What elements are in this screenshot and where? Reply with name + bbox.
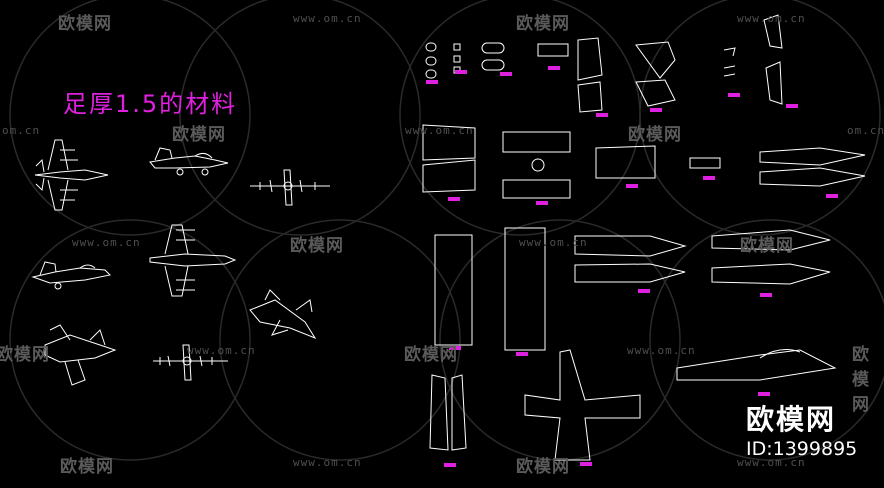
watermark-url: www.om.cn	[737, 12, 806, 25]
watermark-logo: 欧模网	[628, 125, 682, 145]
watermark-circles	[9, 0, 884, 461]
model-id: ID:1399895	[746, 438, 858, 460]
watermark-url: www.om.cn	[187, 344, 256, 357]
watermark-logo: 欧模网	[516, 457, 570, 477]
watermark-logo: 欧模网	[404, 345, 458, 365]
page-title: 足厚1.5的材料	[63, 90, 238, 118]
jet-top-view-2	[149, 224, 237, 297]
watermark-logo: 欧模网	[852, 345, 870, 415]
part-labels	[426, 66, 838, 467]
parts-row-2	[422, 124, 866, 199]
watermark-url: om.cn	[2, 124, 41, 137]
watermark-logo: 欧模网	[172, 125, 226, 145]
jet-top-view-1	[34, 139, 109, 211]
jet-side-view-1	[149, 147, 229, 176]
jet-iso-view-1	[249, 289, 317, 340]
watermark-url: www.om.cn	[519, 236, 588, 249]
watermark-logo: 欧模网	[516, 14, 570, 34]
brand-logo: 欧模网	[746, 403, 837, 436]
watermark-logo: 欧模网	[740, 236, 794, 256]
watermark-url: www.om.cn	[72, 236, 141, 249]
watermark-logo: 欧模网	[0, 345, 50, 365]
jet-iso-view-2	[44, 324, 117, 386]
watermark-url: www.om.cn	[293, 12, 362, 25]
watermark-url: om.cn	[847, 124, 884, 137]
parts-row-4	[429, 349, 837, 461]
watermark-url: www.om.cn	[627, 344, 696, 357]
watermark-url: www.om.cn	[293, 456, 362, 469]
parts-row-3	[434, 227, 831, 351]
transport-top-view-2	[153, 344, 228, 381]
watermark-url: www.om.cn	[405, 124, 474, 137]
watermark-logo: 欧模网	[60, 457, 114, 477]
watermark-url: www.om.cn	[737, 456, 806, 469]
watermark-logo: 欧模网	[58, 14, 112, 34]
transport-top-view-1	[250, 169, 330, 206]
jet-side-view-2	[31, 261, 112, 290]
watermark-logo: 欧模网	[290, 236, 344, 256]
